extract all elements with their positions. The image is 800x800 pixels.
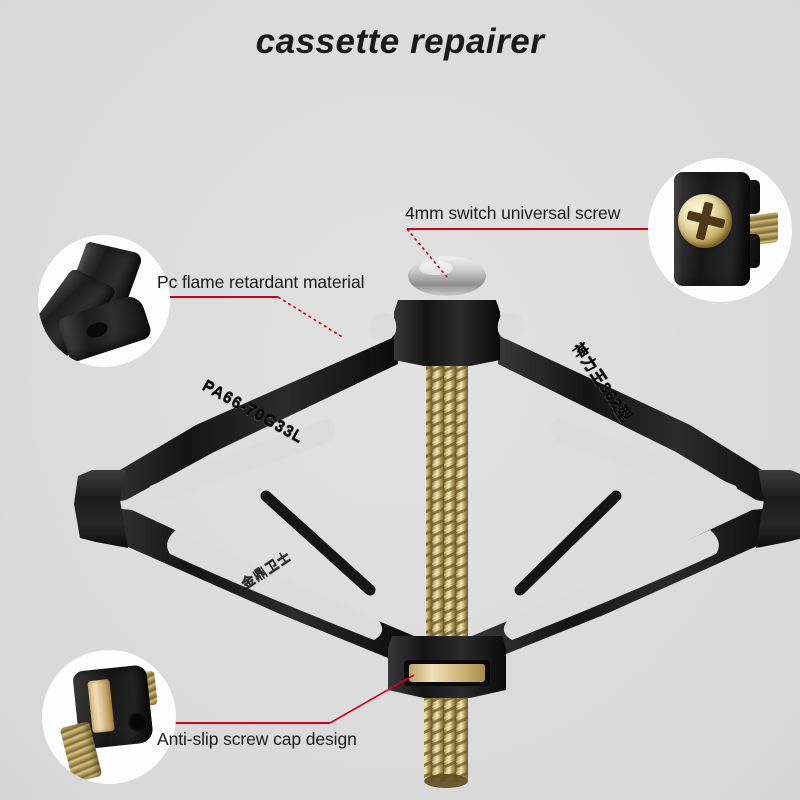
left-pin-rod xyxy=(260,490,376,596)
screw-cap-hole xyxy=(128,712,148,732)
top-head-block xyxy=(394,300,500,366)
dome-screw-head xyxy=(408,256,486,296)
left-pivot-joint xyxy=(74,470,128,548)
page-title: cassette repairer xyxy=(255,22,545,61)
inset-anti-slip-screw-cap xyxy=(42,650,176,784)
callout-label-4mm-switch-universal-screw: 4mm switch universal screw xyxy=(405,203,621,223)
callout-label-pc-flame-retardant-material: Pc flame retardant material xyxy=(157,272,365,292)
upper-right-cutout xyxy=(551,418,738,504)
lower-right-arm xyxy=(472,506,788,664)
emboss-right-arm: 神力王862型 xyxy=(568,340,634,426)
brass-pad-frame xyxy=(404,660,490,686)
center-threaded-rod xyxy=(426,336,468,666)
right-pin-rod xyxy=(514,490,622,596)
lower-left-cutout xyxy=(167,530,383,640)
emboss-left-arm: PA66-70G33L xyxy=(199,377,307,448)
right-shoulder-notch xyxy=(497,313,524,340)
inset-4mm-switch-universal-screw xyxy=(648,158,792,302)
upper-right-arm xyxy=(498,314,788,506)
lower-right-cutout xyxy=(503,530,719,640)
left-shoulder-notch xyxy=(370,313,397,340)
lower-threaded-rod xyxy=(424,690,468,782)
upper-left-cutout xyxy=(148,418,335,504)
emboss-lower-arm: 金鼎卫士 xyxy=(238,548,295,592)
inset-pc-flame-retardant-material xyxy=(38,235,170,367)
brass-anti-slip-pad xyxy=(409,664,485,682)
bottom-body-block xyxy=(388,636,506,698)
callout-label-anti-slip-screw-cap-design: Anti-slip screw cap design xyxy=(157,729,357,749)
right-pivot-joint xyxy=(756,470,800,548)
